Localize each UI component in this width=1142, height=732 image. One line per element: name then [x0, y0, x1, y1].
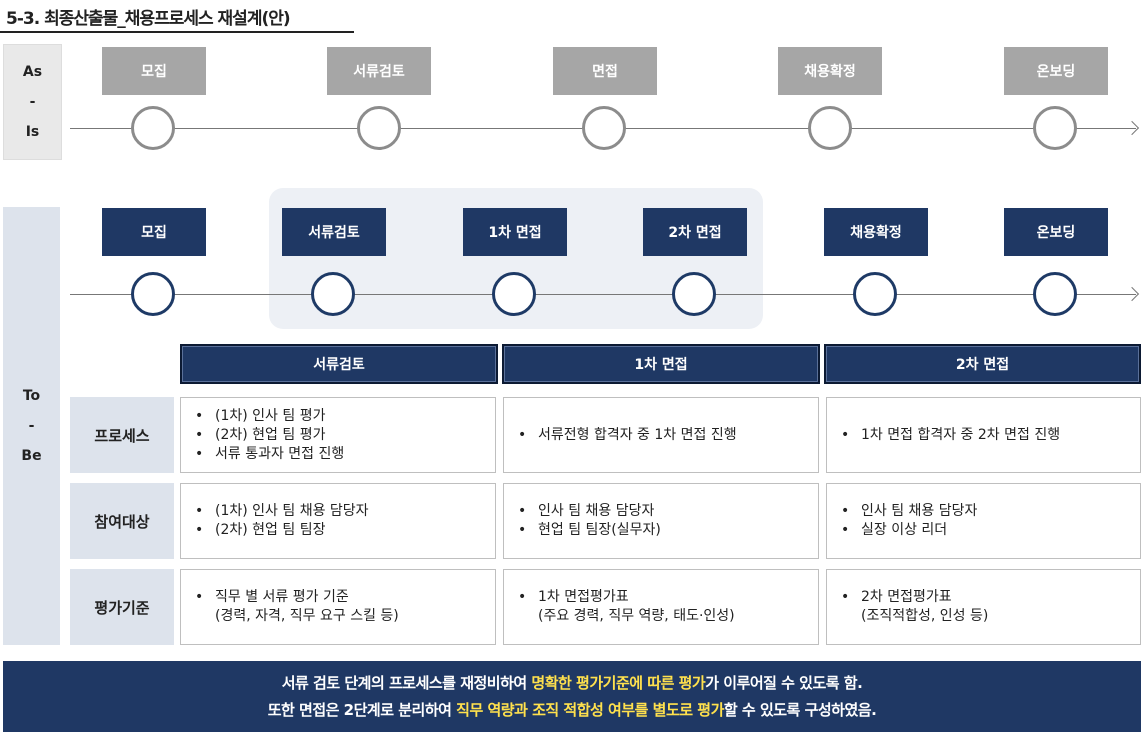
summary-text: 가 이루어질 수 있도록 함.	[705, 673, 863, 692]
summary-highlight: 명확한 평가기준에 따른 평가	[531, 673, 706, 692]
column-header-second-interview: 2차 면접	[824, 344, 1141, 384]
asis-label-1: As	[22, 64, 43, 80]
cell-process-first-interview: 서류전형 합격자 중 1차 면접 진행	[503, 397, 819, 473]
list-item-detail: (주요 경력, 직무 역량, 태도·인성)	[538, 608, 735, 624]
list-item: 서류전형 합격자 중 1차 면접 진행	[516, 426, 737, 445]
list-item: 인사 팀 채용 담당자	[839, 502, 977, 521]
tobe-node-circle	[492, 272, 536, 316]
page-title: 5-3. 최종산출물_채용프로세스 재설계(안)	[6, 9, 291, 29]
asis-step-confirm: 채용확정	[778, 47, 882, 95]
tobe-node-circle	[1033, 272, 1077, 316]
tobe-step-recruit: 모집	[102, 208, 206, 256]
list-item-detail: (경력, 자격, 직무 요구 스킬 등)	[215, 608, 399, 624]
asis-node-circle	[131, 106, 175, 150]
list-item: 직무 별 서류 평가 기준	[193, 588, 399, 607]
list-item: (1차) 인사 팀 채용 담당자	[193, 502, 369, 521]
column-header-first-interview: 1차 면접	[502, 344, 820, 384]
tobe-node-circle	[311, 272, 355, 316]
cell-participants-second-interview: 인사 팀 채용 담당자 실장 이상 리더	[826, 483, 1141, 559]
tobe-label-2: -	[28, 418, 35, 434]
tobe-step-onboarding: 온보딩	[1004, 208, 1108, 256]
summary-highlight: 직무 역량과 조직 적합성 여부를 별도로 평가	[456, 700, 724, 719]
tobe-step-second-interview: 2차 면접	[643, 208, 747, 256]
tobe-timeline-line	[70, 294, 1136, 295]
asis-node-circle	[582, 106, 626, 150]
list-item: 1차 면접평가표	[516, 588, 735, 607]
list-item: 1차 면접 합격자 중 2차 면접 진행	[839, 426, 1060, 445]
asis-arrow-icon	[1124, 120, 1140, 136]
list-item: 현업 팀 팀장(실무자)	[516, 521, 661, 540]
summary-text: 할 수 있도록 구성하였음.	[723, 700, 877, 719]
asis-step-interview: 면접	[553, 47, 657, 95]
tobe-arrow-icon	[1124, 286, 1140, 302]
tobe-node-circle	[853, 272, 897, 316]
cell-criteria-document-review: 직무 별 서류 평가 기준 (경력, 자격, 직무 요구 스킬 등)	[180, 569, 496, 645]
list-item: 인사 팀 채용 담당자	[516, 502, 661, 521]
asis-label-3: Is	[25, 124, 40, 140]
cell-process-second-interview: 1차 면접 합격자 중 2차 면접 진행	[826, 397, 1141, 473]
cell-participants-document-review: (1차) 인사 팀 채용 담당자 (2차) 현업 팀 팀장	[180, 483, 496, 559]
summary-line-2: 또한 면접은 2단계로 분리하여 직무 역량과 조직 적합성 여부를 별도로 평…	[268, 697, 877, 724]
row-label-criteria: 평가기준	[70, 569, 174, 645]
asis-node-circle	[808, 106, 852, 150]
column-header-document-review: 서류검토	[180, 344, 498, 384]
cell-participants-first-interview: 인사 팀 채용 담당자 현업 팀 팀장(실무자)	[503, 483, 819, 559]
list-item-detail: (조직적합성, 인성 등)	[861, 608, 989, 624]
tobe-label-1: To	[22, 388, 41, 404]
summary-line-1: 서류 검토 단계의 프로세스를 재정비하여 명확한 평가기준에 따른 평가가 이…	[282, 670, 863, 697]
list-item: (1차) 인사 팀 평가	[193, 407, 344, 426]
row-label-process: 프로세스	[70, 397, 174, 473]
tobe-step-document-review: 서류검토	[282, 208, 386, 256]
summary-text: 서류 검토 단계의 프로세스를 재정비하여	[281, 673, 532, 692]
asis-label-2: -	[29, 94, 36, 110]
asis-side-label: As - Is	[3, 44, 62, 160]
list-item: (2차) 현업 팀 평가	[193, 426, 344, 445]
asis-node-circle	[357, 106, 401, 150]
asis-step-onboarding: 온보딩	[1004, 47, 1108, 95]
list-item: 실장 이상 리더	[839, 521, 977, 540]
asis-step-document-review: 서류검토	[327, 47, 431, 95]
tobe-node-circle	[131, 272, 175, 316]
tobe-step-confirm: 채용확정	[824, 208, 928, 256]
cell-process-document-review: (1차) 인사 팀 평가 (2차) 현업 팀 평가 서류 통과자 면접 진행	[180, 397, 496, 473]
list-item: 서류 통과자 면접 진행	[193, 445, 344, 464]
asis-node-circle	[1033, 106, 1077, 150]
title-underline	[0, 31, 354, 33]
list-item: (2차) 현업 팀 팀장	[193, 521, 369, 540]
tobe-label-3: Be	[21, 448, 42, 464]
cell-criteria-first-interview: 1차 면접평가표 (주요 경력, 직무 역량, 태도·인성)	[503, 569, 819, 645]
list-item: 2차 면접평가표	[839, 588, 988, 607]
summary-banner: 서류 검토 단계의 프로세스를 재정비하여 명확한 평가기준에 따른 평가가 이…	[3, 661, 1141, 732]
tobe-step-first-interview: 1차 면접	[463, 208, 567, 256]
tobe-node-circle	[672, 272, 716, 316]
row-label-participants: 참여대상	[70, 483, 174, 559]
tobe-side-label: To - Be	[3, 207, 60, 645]
asis-step-recruit: 모집	[102, 47, 206, 95]
cell-criteria-second-interview: 2차 면접평가표 (조직적합성, 인성 등)	[826, 569, 1141, 645]
summary-text: 또한 면접은 2단계로 분리하여	[267, 700, 457, 719]
